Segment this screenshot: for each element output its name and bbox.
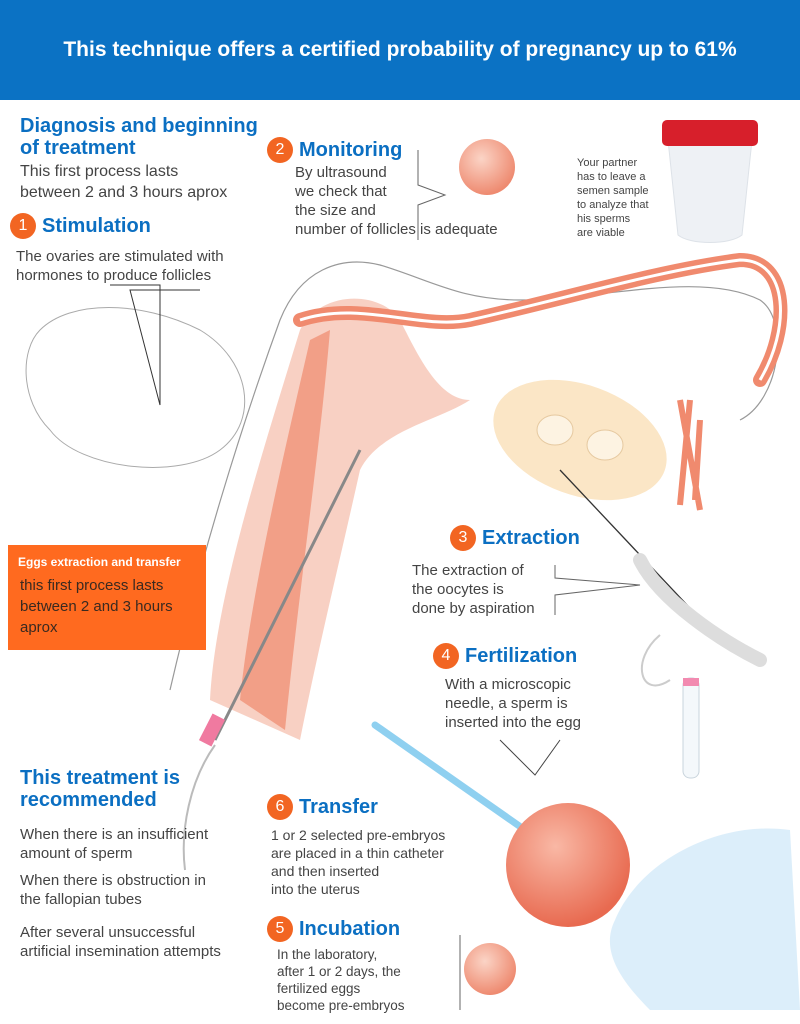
step-number: 1 <box>10 213 36 239</box>
item-line: When there is obstruction in <box>20 872 206 889</box>
step-line: done by aspiration <box>412 600 535 617</box>
step-title: Fertilization <box>465 645 578 667</box>
step-line: after 1 or 2 days, the <box>277 964 401 979</box>
step-stimulation: 1 Stimulation The ovaries are stimulated … <box>10 213 224 285</box>
eggs-box-title: Eggs extraction and transfer <box>18 555 181 569</box>
recommended-title-line1: This treatment is <box>20 767 181 789</box>
partner-note: Your partner has to leave a semen sample… <box>577 156 649 240</box>
step-line: and then inserted <box>271 863 380 879</box>
step-title: Monitoring <box>299 139 403 161</box>
step-line: the oocytes is <box>412 581 504 598</box>
item-line: amount of sperm <box>20 845 133 862</box>
step-line: In the laboratory, <box>277 947 378 962</box>
partner-line: semen sample <box>577 185 649 197</box>
eggs-extraction-box: Eggs extraction and transfer this first … <box>8 545 206 650</box>
step-line: fertilized eggs <box>277 981 361 996</box>
step-title: Transfer <box>299 796 378 818</box>
step-line: 1 or 2 selected pre-embryos <box>271 827 446 843</box>
partner-line: are viable <box>577 227 625 239</box>
item-line: artificial insemination attempts <box>20 943 221 960</box>
step-line: number of follicles is adequate <box>295 221 498 238</box>
diagnosis-line2: between 2 and 3 hours aprox <box>20 184 228 201</box>
recommended-title-line2: recommended <box>20 789 157 811</box>
step-line: The extraction of <box>412 562 524 579</box>
step-line: The ovaries are stimulated with <box>16 248 224 265</box>
partner-line: to analyze that <box>577 199 649 211</box>
step-line: we check that <box>295 183 387 200</box>
step-fertilization: 4 Fertilization With a microscopic needle… <box>433 643 581 732</box>
partner-line: Your partner <box>577 157 638 169</box>
step-line: become pre-embryos <box>277 998 405 1013</box>
step-number: 3 <box>450 525 476 551</box>
step-extraction: 3 Extraction The extraction of the oocyte… <box>412 525 580 618</box>
step-line: By ultrasound <box>295 164 387 181</box>
header-banner: This technique offers a certified probab… <box>0 0 800 100</box>
recommended-item: When there is obstruction in the fallopia… <box>20 871 221 909</box>
step-line: With a microscopic <box>445 676 571 693</box>
step-line: into the uterus <box>271 881 360 897</box>
header-title: This technique offers a certified probab… <box>63 38 737 61</box>
step-number: 2 <box>267 137 293 163</box>
partner-line: his sperms <box>577 213 631 225</box>
eggs-box-line: this first process lasts <box>20 577 164 594</box>
step-number: 6 <box>267 794 293 820</box>
item-line: After several unsuccessful <box>20 924 196 941</box>
step-line: hormones to produce follicles <box>16 267 212 284</box>
step-line: inserted into the egg <box>445 714 581 731</box>
partner-line: has to leave a <box>577 171 646 183</box>
diagnosis-title-line2: of treatment <box>20 137 136 159</box>
diagnosis-line1: This first process lasts <box>20 163 179 180</box>
eggs-box-line: between 2 and 3 hours <box>20 598 173 615</box>
item-line: the fallopian tubes <box>20 891 142 908</box>
step-title: Incubation <box>299 918 401 940</box>
step-number: 5 <box>267 916 293 942</box>
diagnosis-section: Diagnosis and beginning of treatment Thi… <box>20 115 258 203</box>
step-transfer: 6 Transfer 1 or 2 selected pre-embryos ar… <box>267 794 445 898</box>
step-line: needle, a sperm is <box>445 695 568 712</box>
step-title: Extraction <box>482 527 580 549</box>
step-incubation: 5 Incubation In the laboratory, after 1 o… <box>267 916 405 1014</box>
recommended-section: This treatment is recommended When there… <box>20 767 221 961</box>
diagnosis-title-line1: Diagnosis and beginning <box>20 115 258 137</box>
step-number: 4 <box>433 643 459 669</box>
step-line: the size and <box>295 202 376 219</box>
item-line: When there is an insufficient <box>20 826 209 843</box>
step-title: Stimulation <box>42 215 151 237</box>
step-line: are placed in a thin catheter <box>271 845 444 861</box>
recommended-item: After several unsuccessful artificial ins… <box>20 923 221 961</box>
eggs-box-line: aprox <box>20 619 58 636</box>
recommended-item: When there is an insufficient amount of s… <box>20 825 221 863</box>
